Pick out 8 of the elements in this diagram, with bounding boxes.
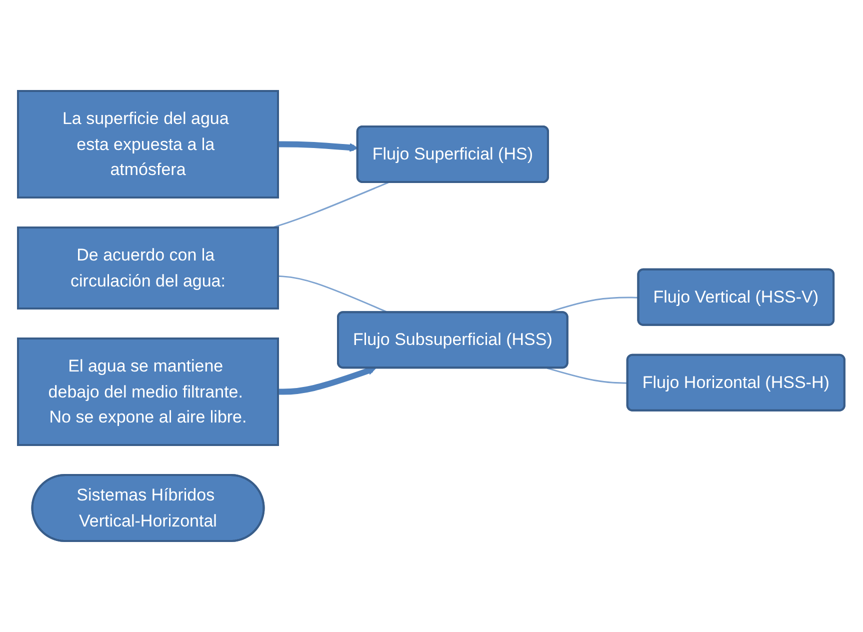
arrow: [278, 141, 359, 152]
node-box: La superficie del agua esta expuesta a la atmósfera: [17, 90, 280, 198]
connector: [272, 182, 389, 228]
node-box: De acuerdo con la circulación del agua:: [17, 226, 280, 310]
arrow: [278, 366, 376, 395]
connector: [547, 367, 628, 384]
connector: [278, 275, 389, 314]
node-box: El agua se mantiene debajo del medio filtrante. No se expone al aire libre.: [17, 338, 280, 446]
